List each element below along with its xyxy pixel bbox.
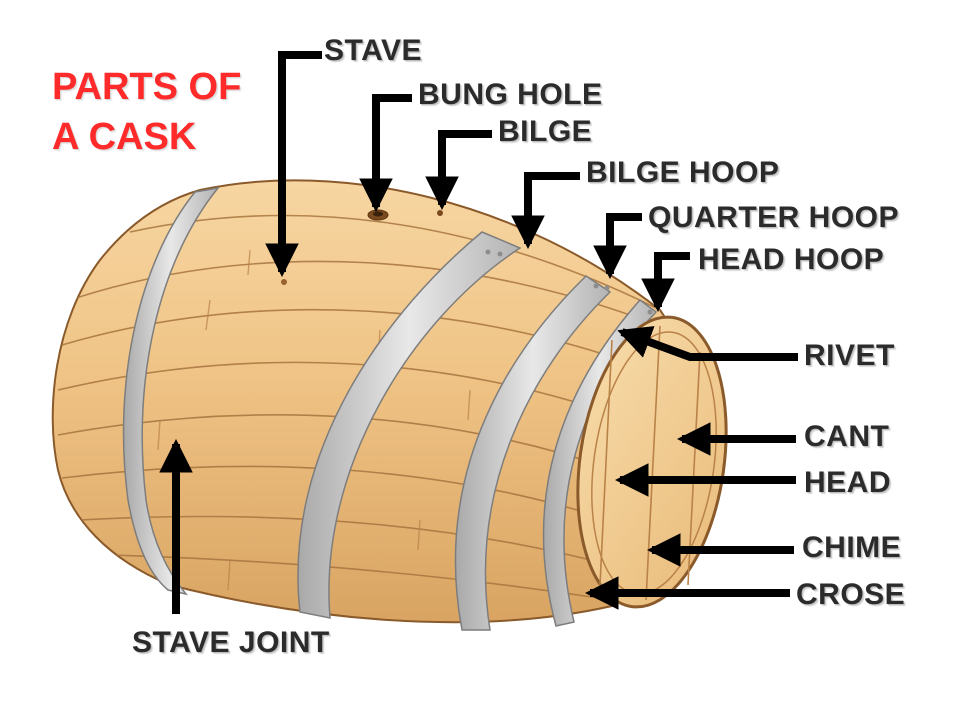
bilge-mark <box>437 210 443 216</box>
stave-mark <box>281 279 287 285</box>
bilge-hoop-band <box>297 231 522 619</box>
label-rivet: RIVET <box>804 339 895 372</box>
leader-arrows <box>159 51 798 614</box>
label-bilge: BILGE <box>498 115 593 148</box>
bung-hole <box>367 209 389 221</box>
label-bilge-hoop: BILGE HOOP <box>586 156 780 189</box>
arrow-rivet <box>617 326 798 361</box>
label-chime: CHIME <box>802 531 902 564</box>
label-stave-joint: STAVE JOINT <box>132 626 330 659</box>
label-head: HEAD <box>804 466 892 499</box>
title-line-2: A CASK <box>52 116 197 158</box>
arrow-stave <box>265 51 322 278</box>
arrow-bilge-hoop <box>511 172 580 250</box>
arrow-head-hoop <box>641 252 690 313</box>
hoops <box>122 186 658 631</box>
rivets <box>485 249 653 315</box>
label-crose: CROSE <box>796 578 906 611</box>
label-bung-hole: BUNG HOLE <box>418 78 603 111</box>
quarter-hoop-band <box>454 275 612 631</box>
label-cant: CANT <box>804 420 890 453</box>
diagram-title: PARTS OF A CASK <box>52 62 241 162</box>
arrow-bung-hole <box>359 94 412 213</box>
label-quarter-hoop: QUARTER HOOP <box>648 201 900 234</box>
arrow-quarter-hoop <box>593 213 642 280</box>
label-stave: STAVE <box>324 34 423 67</box>
left-hoop <box>122 186 220 596</box>
arrow-bilge <box>425 130 492 211</box>
label-head-hoop: HEAD HOOP <box>698 243 885 276</box>
title-line-1: PARTS OF <box>52 66 242 108</box>
